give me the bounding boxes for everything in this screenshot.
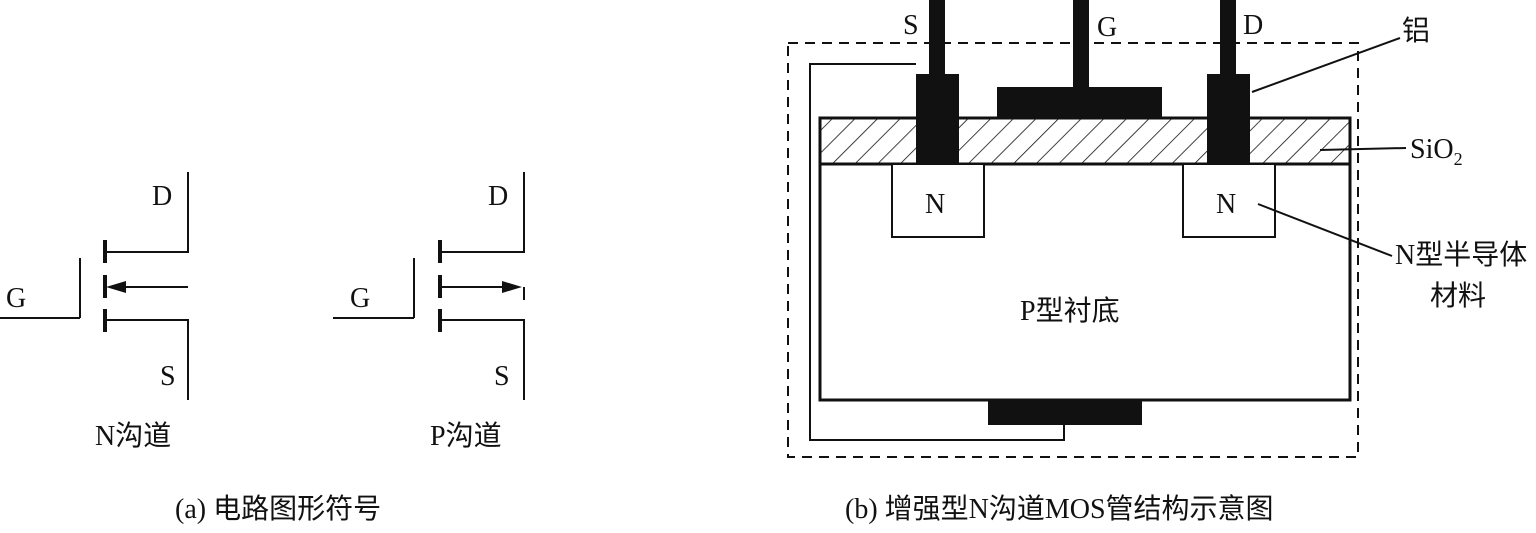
p-channel-name: P沟道 <box>430 420 502 452</box>
p-channel-arrow-head <box>502 281 522 293</box>
package-outline <box>787 42 1359 458</box>
source-terminal-label: S <box>903 10 919 41</box>
sio2-label-subscript: 2 <box>1454 149 1463 169</box>
gate-terminal-label: G <box>1097 12 1117 43</box>
p-channel-symbol: D G S P沟道 <box>333 172 525 452</box>
caption-b: (b) 增强型N沟道MOS管结构示意图 <box>845 493 1274 525</box>
sio2-layer <box>818 116 1352 166</box>
source-terminal-lead <box>929 0 945 76</box>
drain-n-region <box>1182 163 1276 238</box>
n-material-pointer-line <box>1257 203 1393 257</box>
n-channel-name: N沟道 <box>95 420 171 452</box>
source-region-label: N <box>925 189 945 220</box>
p-channel-g-label: G <box>350 283 370 314</box>
sio2-label: SiO2 <box>1410 134 1463 169</box>
drain-terminal-lead <box>1220 0 1236 76</box>
n-channel-s-label: S <box>160 361 176 392</box>
n-channel-arrow-head <box>106 281 126 293</box>
n-material-label-line2: 材料 <box>1430 280 1486 312</box>
n-channel-symbol: D G S N沟道 <box>0 172 189 452</box>
p-channel-d-label: D <box>488 181 508 212</box>
gate-terminal-lead <box>1073 0 1089 89</box>
sio2-pointer-line <box>1319 147 1407 151</box>
substrate-source-connection <box>809 63 1065 441</box>
p-channel-s-label: S <box>494 361 510 392</box>
drain-aluminum-contact <box>1207 74 1250 164</box>
drain-region-label: N <box>1216 189 1236 220</box>
p-channel-drain-lead <box>440 172 525 253</box>
source-aluminum-contact <box>916 74 959 164</box>
n-material-label-line1: N型半导体 <box>1395 239 1527 271</box>
n-channel-d-label: D <box>152 181 172 212</box>
sio2-label-main: SiO <box>1410 134 1454 165</box>
mos-structure: S G D 铝 SiO2 N N N型半导体 材料 P型衬底 <box>787 0 1527 458</box>
n-channel-drain-lead <box>105 172 189 253</box>
drain-terminal-label: D <box>1243 10 1263 41</box>
caption-a: (a) 电路图形符号 <box>175 493 381 525</box>
aluminum-label: 铝 <box>1402 15 1430 47</box>
n-channel-g-label: G <box>6 283 26 314</box>
substrate-contact <box>988 400 1142 425</box>
gate-aluminum-electrode <box>997 87 1162 118</box>
n-channel-source-lead <box>105 319 189 400</box>
p-channel-source-lead <box>440 319 525 400</box>
substrate-label: P型衬底 <box>1020 295 1120 327</box>
source-n-region <box>891 163 985 238</box>
aluminum-pointer-line <box>1251 37 1401 93</box>
